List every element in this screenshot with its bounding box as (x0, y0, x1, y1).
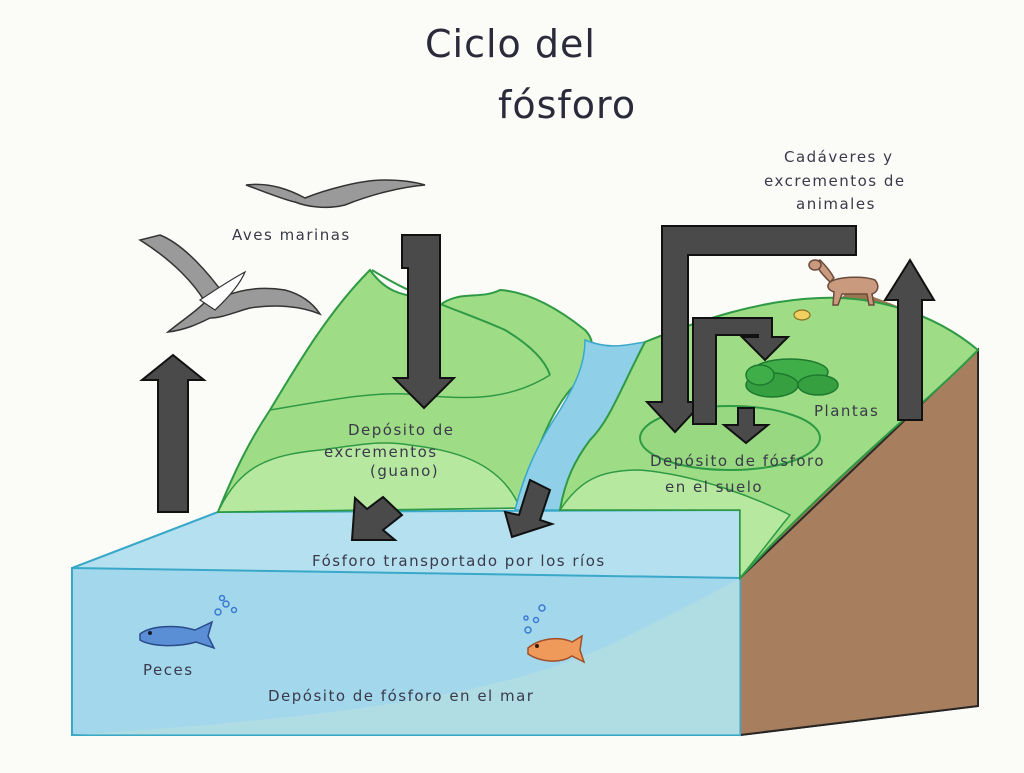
label-cadaveres-3: animales (796, 195, 876, 213)
arrow-diag-river-to-sea (503, 478, 556, 539)
small-animal-icon (793, 309, 811, 321)
blue-fish-icon (139, 620, 216, 650)
label-deposito-mar: Depósito de fósforo en el mar (268, 687, 534, 705)
arrow-up-soil-to-animals (883, 258, 936, 421)
label-deposito-guano-3: (guano) (370, 462, 439, 480)
label-deposito-suelo-1: Depósito de fósforo (650, 452, 825, 470)
bubbles (214, 594, 546, 634)
label-fosforo-transportado: Fósforo transportado por los ríos (312, 552, 606, 570)
title-line1: Ciclo del (425, 22, 596, 66)
label-deposito-guano-1: Depósito de (348, 421, 455, 439)
label-cadaveres-1: Cadáveres y (784, 148, 894, 166)
label-aves-marinas: Aves marinas (232, 226, 351, 244)
sea-box (71, 508, 741, 736)
arrow-small-down (721, 407, 771, 445)
seabird-flying-icon (245, 179, 426, 209)
title-line2: fósforo (498, 83, 636, 127)
arrow-plants-cycle (692, 317, 791, 425)
arrow-up-sea-to-birds (139, 353, 207, 513)
orange-fish-icon (527, 634, 586, 664)
seabird-icon (138, 234, 322, 334)
label-peces: Peces (143, 661, 194, 679)
plants-bushes (745, 358, 839, 398)
deer-icon (808, 259, 879, 306)
arrow-down-guano (391, 234, 457, 410)
label-deposito-guano-2: excrementos (324, 443, 438, 461)
left-land (216, 268, 594, 514)
label-plantas: Plantas (814, 402, 879, 420)
label-deposito-suelo-2: en el suelo (665, 478, 763, 496)
arrow-diag-guano-to-sea (350, 495, 404, 541)
label-cadaveres-2: excrementos de (764, 172, 906, 190)
